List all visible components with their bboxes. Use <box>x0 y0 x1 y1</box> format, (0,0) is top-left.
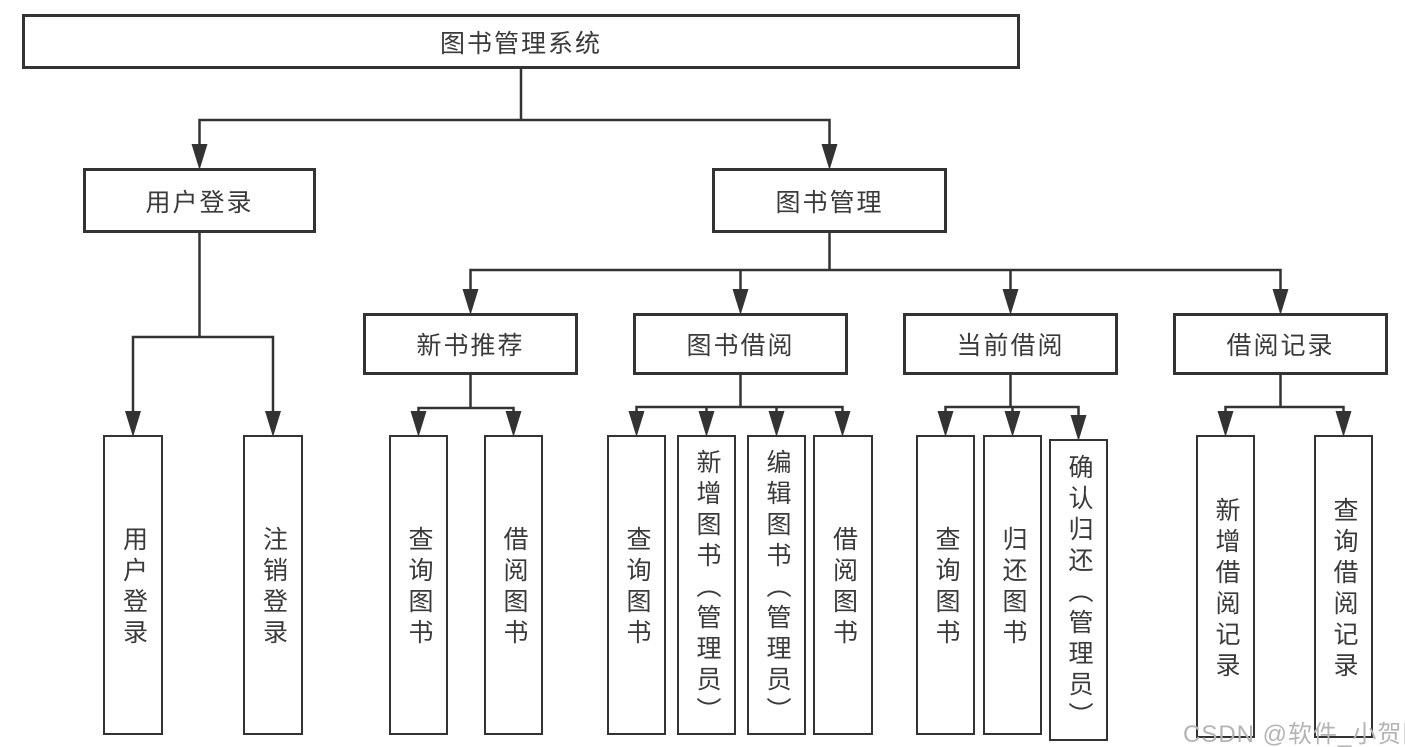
leaf-cb-query-books: 查询图书 <box>916 435 975 735</box>
node-root: 图书管理系统 <box>22 14 1020 69</box>
leaf-nbr-query-books-label: 查询图书 <box>405 526 433 650</box>
node-root-label: 图书管理系统 <box>439 29 602 58</box>
leaf-bb-edit-books-admin-label: 编辑图书（管理员） <box>763 448 791 728</box>
leaf-cb-return-books-label: 归还图书 <box>999 526 1027 650</box>
leaf-user-login-label: 用户登录 <box>119 526 148 650</box>
node-user-login: 用户登录 <box>83 168 316 233</box>
leaf-bb-edit-books-admin: 编辑图书（管理员） <box>747 435 806 735</box>
node-user-login-label: 用户登录 <box>145 188 254 217</box>
leaf-bb-query-books-label: 查询图书 <box>623 526 651 650</box>
leaf-bb-query-books: 查询图书 <box>607 435 666 735</box>
node-borrow-records-label: 借阅记录 <box>1226 332 1335 360</box>
leaf-nbr-borrow-books-label: 借阅图书 <box>500 526 528 650</box>
leaf-cb-confirm-return-admin-label: 确认归还（管理员） <box>1065 453 1093 733</box>
node-new-book-recommend: 新书推荐 <box>363 313 578 375</box>
leaf-logout-label: 注销登录 <box>259 526 288 650</box>
leaf-br-query-borrow-record-label: 查询借阅记录 <box>1330 496 1358 683</box>
leaf-br-add-borrow-record: 新增借阅记录 <box>1196 435 1255 738</box>
leaf-nbr-query-books: 查询图书 <box>389 435 448 735</box>
leaf-cb-return-books: 归还图书 <box>983 435 1042 735</box>
node-new-book-recommend-label: 新书推荐 <box>416 332 525 360</box>
leaf-br-add-borrow-record-label: 新增借阅记录 <box>1212 496 1240 683</box>
node-current-borrowing-label: 当前借阅 <box>956 332 1065 360</box>
node-book-borrowing: 图书借阅 <box>633 313 848 375</box>
leaf-user-login: 用户登录 <box>103 435 163 735</box>
node-book-management: 图书管理 <box>712 168 947 233</box>
leaf-nbr-borrow-books: 借阅图书 <box>484 435 543 735</box>
leaf-cb-query-books-label: 查询图书 <box>932 526 960 650</box>
leaf-br-query-borrow-record: 查询借阅记录 <box>1314 435 1373 738</box>
leaf-bb-add-books-admin: 新增图书（管理员） <box>677 435 736 735</box>
node-book-borrowing-label: 图书借阅 <box>686 332 795 360</box>
leaf-bb-borrow-books-label: 借阅图书 <box>829 526 858 650</box>
leaf-bb-borrow-books: 借阅图书 <box>813 435 873 735</box>
watermark-csdn: CSDN @软件_小贺同学 <box>1183 721 1405 747</box>
leaf-bb-add-books-admin-label: 新增图书（管理员） <box>693 448 721 728</box>
node-current-borrowing: 当前借阅 <box>903 313 1118 375</box>
leaf-cb-confirm-return-admin: 确认归还（管理员） <box>1049 439 1108 741</box>
node-book-management-label: 图书管理 <box>775 188 884 217</box>
leaf-logout: 注销登录 <box>243 435 303 735</box>
node-borrow-records: 借阅记录 <box>1173 313 1388 375</box>
